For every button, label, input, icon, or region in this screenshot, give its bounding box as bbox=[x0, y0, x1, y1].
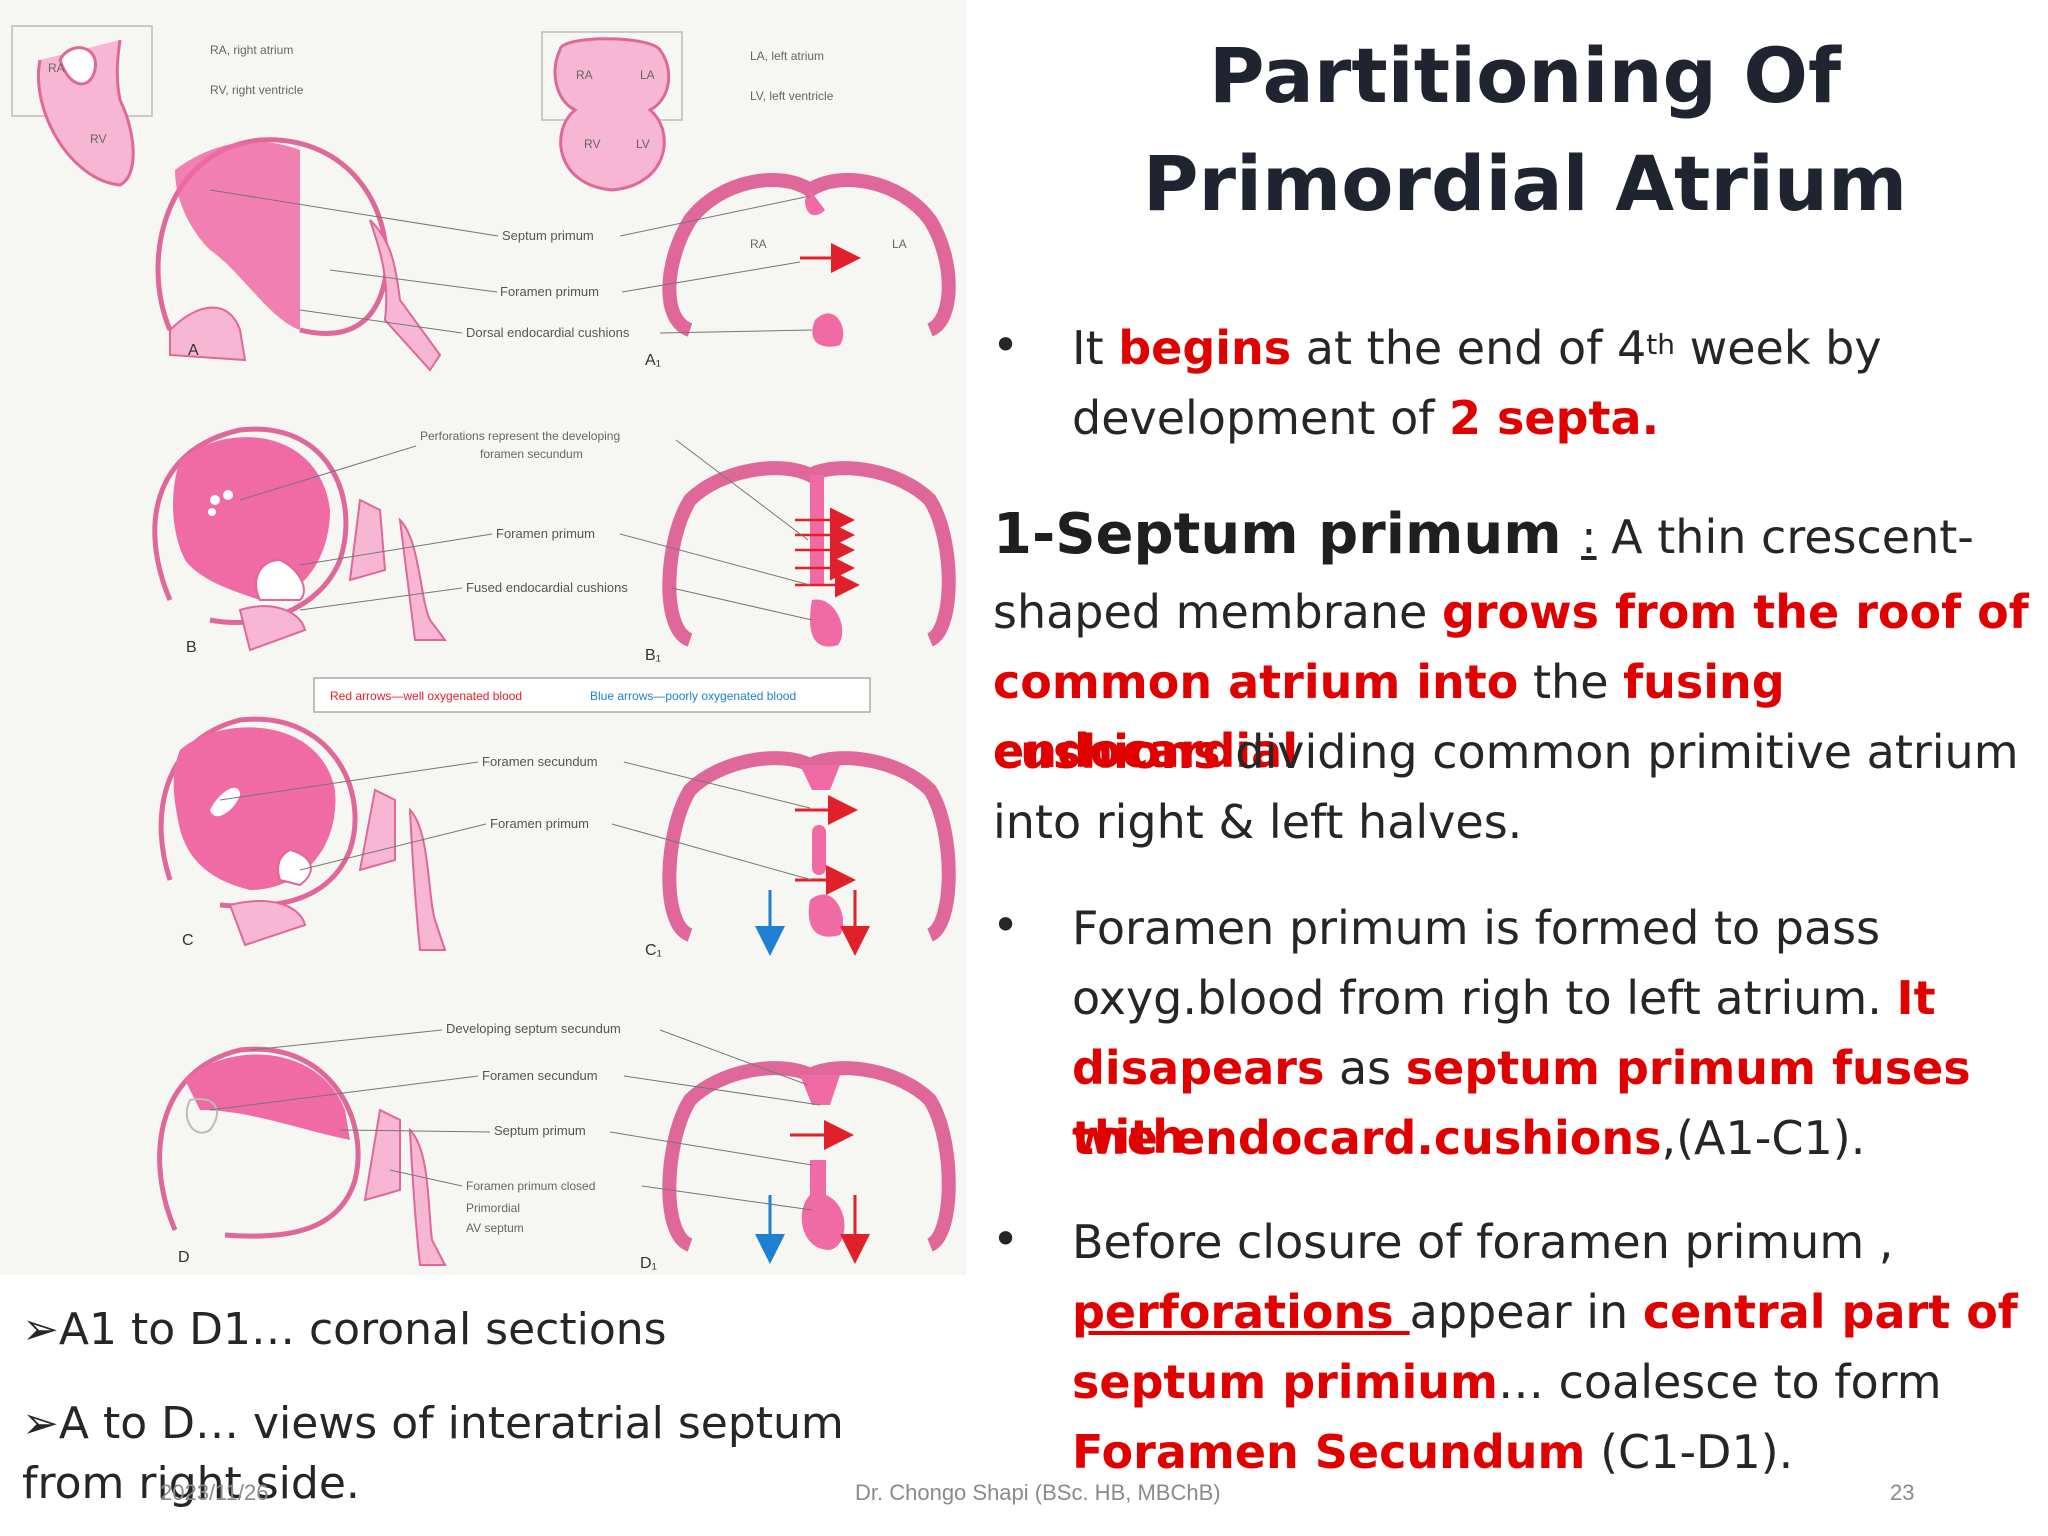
footer-date: 2023/11/26 bbox=[160, 1480, 269, 1505]
label-av-septum: AV septum bbox=[466, 1221, 524, 1235]
label-lv-top: LV bbox=[636, 137, 650, 151]
panel-letter-b: B bbox=[186, 639, 197, 656]
slide-title: Partitioning Of Primordial Atrium bbox=[1142, 31, 1908, 228]
note-views-line1: ➢A to D… views of interatrial septum bbox=[22, 1398, 844, 1449]
label-septum-primum-d: Septum primum bbox=[494, 1123, 586, 1138]
septum-primum-line3: common atrium into the fusing endocardia… bbox=[993, 655, 1785, 778]
label-ra-a1: RA bbox=[750, 237, 767, 251]
heart-septation-diagram: RA RV RA, right atrium RV, right ventric… bbox=[11, 25, 956, 1272]
legend-ra: RA, right atrium bbox=[210, 43, 293, 57]
label-primordial: Primordial bbox=[466, 1201, 520, 1215]
leader-lines-a bbox=[209, 189, 813, 334]
panel-letter-d: D bbox=[178, 1249, 190, 1266]
label-perforations-1: Perforations represent the developing bbox=[420, 429, 620, 443]
label-fused-cushions: Fused endocardial cushions bbox=[466, 580, 628, 595]
legend-rv: RV, right ventricle bbox=[210, 83, 304, 97]
bullet2-line2: oxyg.blood from righ to left atrium. It bbox=[1072, 971, 1936, 1025]
note-views-line2: from right side. bbox=[22, 1458, 360, 1509]
bullet3-line2: perforations appear in central part of bbox=[1072, 1285, 2018, 1339]
panel-letter-d1: D₁ bbox=[640, 1255, 657, 1272]
arrow-legend-box bbox=[313, 677, 871, 713]
panel-letter-a: A bbox=[188, 342, 199, 359]
label-rv-top: RV bbox=[584, 137, 600, 151]
bullet-dot-2: • bbox=[992, 898, 1020, 952]
label-foramen-primum-c: Foramen primum bbox=[490, 816, 589, 831]
panel-a: A bbox=[155, 137, 442, 372]
label-la-a1: LA bbox=[892, 237, 907, 251]
septum-primum-line2: shaped membrane grows from the roof of bbox=[993, 585, 2029, 639]
legend-lv: LV, left ventricle bbox=[750, 89, 834, 103]
label-la-top: LA bbox=[640, 68, 655, 82]
label-septum-primum-a: Septum primum bbox=[502, 228, 594, 243]
footer-page-number: 23 bbox=[1890, 1480, 1915, 1505]
label-ra-small: RA bbox=[48, 61, 65, 75]
panel-letter-c1: C₁ bbox=[645, 942, 662, 959]
label-ra-top: RA bbox=[576, 68, 593, 82]
label-dorsal-cushions: Dorsal endocardial cushions bbox=[466, 325, 630, 340]
label-foramen-primum-a: Foramen primum bbox=[500, 284, 599, 299]
panel-b1: B₁ bbox=[645, 461, 956, 664]
legend-la: LA, left atrium bbox=[750, 49, 824, 63]
legend-heart-left: RA RV bbox=[11, 25, 153, 187]
arrow-legend-red: Red arrows—well oxygenated blood bbox=[330, 689, 522, 703]
label-developing-septum-secundum: Developing septum secundum bbox=[446, 1021, 621, 1036]
note-coronal-sections: ➢A1 to D1… coronal sections bbox=[22, 1304, 667, 1355]
panel-d1: D₁ bbox=[640, 1061, 956, 1272]
arrow-legend-blue: Blue arrows—poorly oxygenated blood bbox=[590, 689, 796, 703]
bullet3-line1: Before closure of foramen primum , bbox=[1072, 1215, 1894, 1269]
panel-a1: RA LA A₁ bbox=[645, 173, 956, 369]
bullet-dot-1: • bbox=[992, 318, 1020, 372]
bullet1-line2: development of 2 septa. bbox=[1072, 391, 1660, 445]
panel-b: B bbox=[152, 426, 447, 656]
septum-primum-line4: cushions dividing common primitive atriu… bbox=[993, 725, 2019, 779]
bullet-dot-3: • bbox=[992, 1212, 1020, 1266]
panel-letter-b1: B₁ bbox=[645, 647, 661, 664]
septum-primum-line5: into right & left halves. bbox=[993, 795, 1523, 849]
panel-letter-a1: A₁ bbox=[645, 352, 661, 369]
leader-lines-d bbox=[209, 1029, 821, 1211]
bullet2-line1: Foramen primum is formed to pass bbox=[1072, 901, 1881, 955]
footer-author: Dr. Chongo Shapi (BSc. HB, MBChB) bbox=[855, 1480, 1221, 1505]
embryology-figure: RA RV RA, right atrium RV, right ventric… bbox=[0, 0, 966, 1275]
bullet3-line3: septum primium… coalesce to form bbox=[1072, 1355, 1942, 1409]
panel-c1: C₁ bbox=[645, 751, 956, 959]
label-foramen-secundum-c: Foramen secundum bbox=[482, 754, 598, 769]
bullet2-line4: the endocard.cushions,(A1-C1). bbox=[1072, 1111, 1866, 1165]
septum-primum-heading: 1-Septum primum bbox=[993, 502, 1582, 567]
label-foramen-primum-closed: Foramen primum closed bbox=[466, 1179, 595, 1193]
label-perforations-2: foramen secundum bbox=[480, 447, 583, 461]
panel-d: D bbox=[157, 1046, 447, 1266]
leader-lines-b bbox=[239, 439, 813, 621]
label-foramen-primum-b: Foramen primum bbox=[496, 526, 595, 541]
panel-letter-c: C bbox=[182, 932, 194, 949]
bullet1-line1: It begins at the end of 4th week by bbox=[1072, 321, 1882, 375]
panel-c: C bbox=[158, 716, 447, 951]
septum-primum-line1: 1-Septum primum : A thin crescent- bbox=[993, 502, 1974, 567]
label-foramen-secundum-d: Foramen secundum bbox=[482, 1068, 598, 1083]
label-rv-small: RV bbox=[90, 132, 106, 146]
legend-heart-right: RA LA RV LV bbox=[541, 31, 683, 192]
leader-lines-c bbox=[219, 761, 813, 881]
bullet3-line4: Foramen Secundum (C1-D1). bbox=[1072, 1425, 1794, 1479]
bullet2-line3: disapears as septum primum fuses with bbox=[1072, 1041, 1971, 1164]
